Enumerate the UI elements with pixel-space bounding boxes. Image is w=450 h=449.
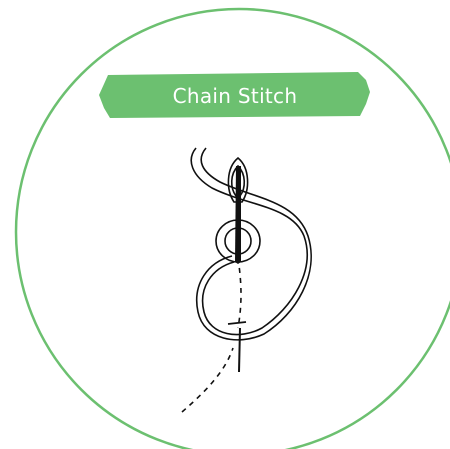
needle-icon [235,166,241,264]
title-label: Chain Stitch [100,75,370,117]
fabric-tick [228,322,246,324]
dashed-thread-upper [238,258,241,328]
dashed-thread-lower [182,348,233,412]
